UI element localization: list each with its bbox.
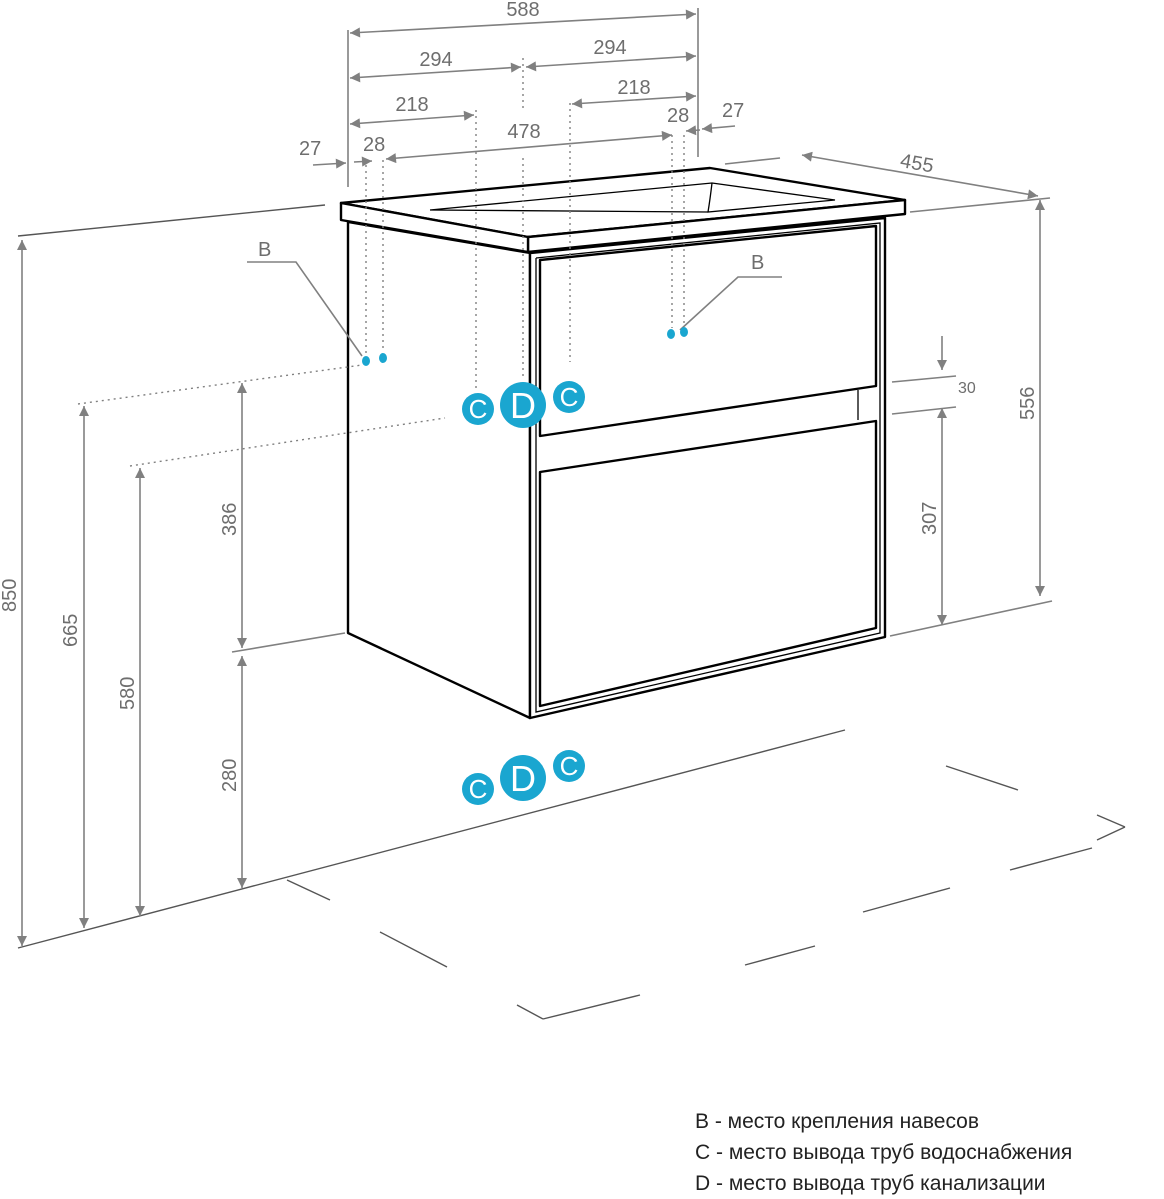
svg-text:D: D xyxy=(510,758,536,799)
dim-27-right: 27 xyxy=(722,100,744,122)
dim-30: 30 xyxy=(958,380,976,397)
countertop-side xyxy=(339,201,530,254)
dim-478: 478 xyxy=(507,121,540,143)
legend: B - место крепления навесов C - место вы… xyxy=(695,1106,1072,1199)
mount-hole xyxy=(680,327,688,337)
sewer-pipe-marker xyxy=(500,382,546,428)
width-dimensions: 588 294 294 218 218 478 27 28 28 27 455 xyxy=(299,0,1051,213)
lower-drawer xyxy=(538,419,878,708)
mount-hole xyxy=(667,329,675,339)
dim-218-left: 218 xyxy=(395,94,428,116)
label-b-left: B xyxy=(258,239,271,261)
dim-218-right: 218 xyxy=(617,77,650,99)
dim-307: 307 xyxy=(919,502,941,535)
dim-294-left: 294 xyxy=(419,49,452,71)
dim-580: 580 xyxy=(117,677,139,710)
sewer-pipe-marker xyxy=(500,755,546,801)
label-b-right: B xyxy=(751,252,764,274)
dim-665: 665 xyxy=(60,614,82,647)
cabinet-side xyxy=(346,220,532,720)
dim-386: 386 xyxy=(219,503,241,536)
legend-item-b: B - место крепления навесов xyxy=(695,1110,980,1133)
svg-text:C: C xyxy=(560,751,579,781)
water-pipe-marker xyxy=(553,750,585,782)
vanity-cabinet xyxy=(339,166,907,720)
water-pipe-marker xyxy=(462,773,494,805)
water-pipe-marker xyxy=(462,393,494,425)
mount-points: B B xyxy=(247,239,782,366)
dim-27-left: 27 xyxy=(299,138,321,160)
floor-lines xyxy=(17,204,1126,1020)
dim-28-left: 28 xyxy=(363,134,385,156)
mount-hole xyxy=(379,353,387,363)
dim-28-right: 28 xyxy=(667,105,689,127)
dim-294-right: 294 xyxy=(593,37,626,59)
svg-text:C: C xyxy=(560,382,579,412)
dim-588: 588 xyxy=(506,0,539,21)
pipe-outlets-wall: C D C xyxy=(462,381,585,428)
svg-text:C: C xyxy=(469,774,488,804)
mount-hole xyxy=(362,356,370,366)
height-dimensions: 850 665 580 386 280 556 307 30 xyxy=(0,200,1053,946)
upper-drawer xyxy=(538,224,878,438)
dim-556: 556 xyxy=(1017,387,1039,420)
water-pipe-marker xyxy=(553,381,585,413)
pipe-outlets-floor: C D C xyxy=(462,750,585,805)
legend-item-d: D - место вывода труб канализации xyxy=(695,1172,1046,1195)
dim-850: 850 xyxy=(0,579,21,612)
svg-text:C: C xyxy=(469,394,488,424)
svg-text:D: D xyxy=(510,385,536,426)
legend-item-c: C - место вывода труб водоснабжения xyxy=(695,1141,1073,1164)
dim-280: 280 xyxy=(219,759,241,792)
